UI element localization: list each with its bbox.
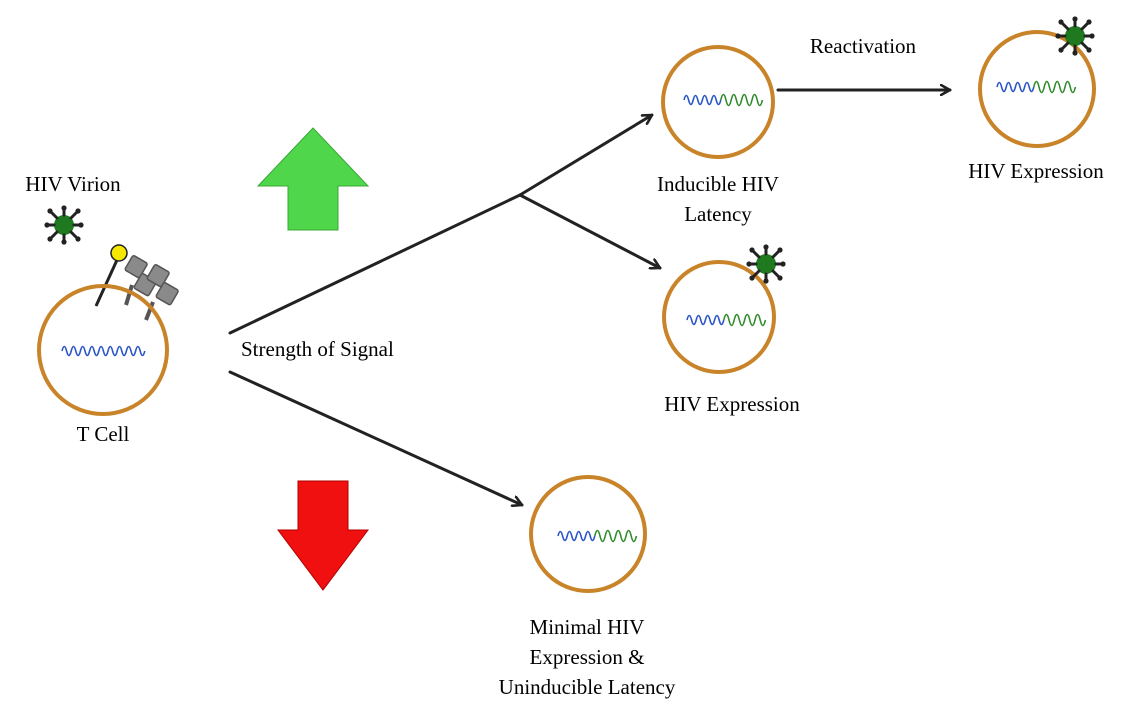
hiv-expression-cell — [662, 242, 788, 374]
receptor-icon — [124, 255, 179, 321]
arrow-to-minimal-expression — [228, 370, 524, 505]
minimal-label-2: Expression & — [530, 645, 645, 669]
arrow-to-hiv-expression-middle — [518, 193, 662, 268]
ligand-stalk — [94, 259, 119, 307]
integrated-dna — [557, 529, 638, 543]
minimal-expression-cell — [529, 475, 647, 593]
inducible-latency-cell — [661, 45, 775, 159]
integrated-dna — [683, 93, 764, 107]
virion-icon — [42, 203, 86, 247]
signal-line-up — [228, 193, 522, 335]
integrated-dna — [686, 313, 767, 327]
cell-membrane — [661, 45, 775, 159]
hiv-expression-middle-label: HIV Expression — [664, 392, 800, 416]
host-dna — [61, 345, 146, 357]
arrow-to-inducible-latency — [518, 113, 654, 197]
ligand-icon — [110, 244, 128, 262]
down-arrow-icon — [277, 480, 369, 591]
cell-membrane — [529, 475, 647, 593]
inducible-latency-label-1: Inducible HIV — [657, 172, 779, 196]
inducible-latency-label-2: Latency — [684, 202, 752, 226]
t-cell-label: T Cell — [77, 422, 130, 446]
minimal-label-1: Minimal HIV — [530, 615, 645, 639]
minimal-label-3: Uninducible Latency — [499, 675, 676, 699]
reactivated-expression-cell — [978, 14, 1097, 148]
hiv-virion-label: HIV Virion — [25, 172, 121, 196]
t-cell-membrane — [37, 284, 169, 416]
up-arrow-icon — [256, 127, 370, 231]
hiv-expression-top-label: HIV Expression — [968, 159, 1104, 183]
t-cell — [37, 244, 179, 416]
reactivation-label: Reactivation — [810, 34, 917, 58]
budding-virion-icon — [744, 242, 788, 286]
integrated-dna — [996, 80, 1077, 94]
strength-of-signal-label: Strength of Signal — [241, 337, 394, 361]
cell-membrane — [662, 260, 776, 374]
budding-virion-icon — [1053, 14, 1097, 58]
cell-membrane — [978, 30, 1096, 148]
